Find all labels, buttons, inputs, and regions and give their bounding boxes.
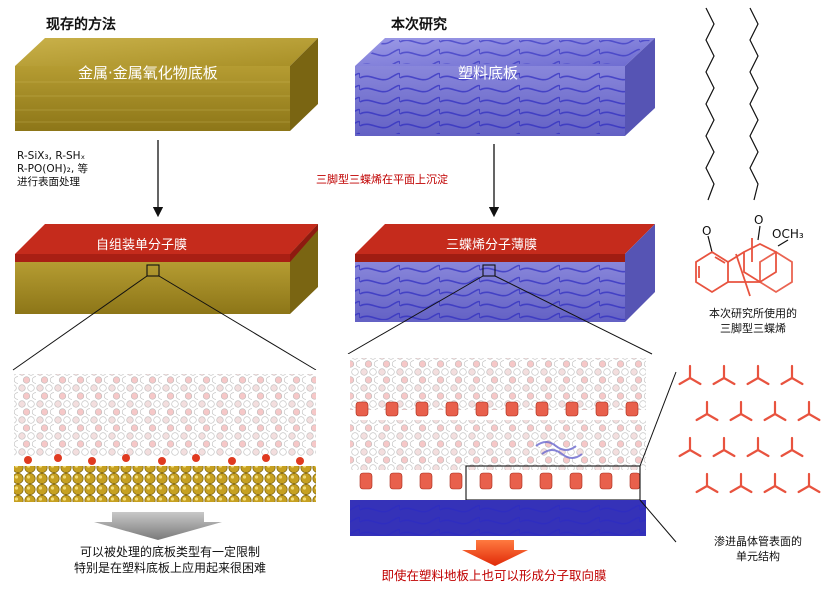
tripod-unit (763, 400, 787, 422)
tripod-unit (695, 472, 719, 494)
left-result-arrow (94, 512, 222, 540)
sam-coated-substrate (12, 224, 318, 371)
lattice-caption-line-2: 单元结构 (736, 550, 780, 563)
tripod-unit (746, 364, 770, 386)
tripod-unit (780, 436, 804, 458)
tripod-unit (729, 400, 753, 422)
middle-caption: 即使在塑料地板上也可以形成分子取向膜 (381, 568, 607, 583)
middle-result-arrow (462, 540, 528, 566)
lattice-caption-line-1: 渗进晶体管表面的 (714, 535, 802, 548)
tripod-unit (678, 436, 702, 458)
left-heading: 现存的方法 (46, 17, 116, 33)
triptycene-film-zoom (348, 354, 677, 543)
tripod-unit (797, 400, 821, 422)
deposition-label: 三脚型三蝶烯在平面上沉淀 (316, 173, 448, 186)
left-caption: 可以被处理的底板类型有一定限制 特别是在塑料底板上应用起来很困难 (42, 544, 298, 576)
left-caption-line-1: 可以被处理的底板类型有一定限制 (79, 545, 260, 559)
tripod-unit (678, 364, 702, 386)
triptycene-film-label: 三蝶烯分子薄膜 (446, 238, 538, 253)
treatment-line-1: R-SiX₃, R-SHₓ (17, 150, 86, 162)
lattice-caption: 渗进晶体管表面的 单元结构 (698, 534, 818, 564)
metal-substrate-slab (15, 38, 318, 131)
metal-substrate-label: 金属·金属氧化物底板 (78, 64, 218, 82)
triptycene-molecule (705, 7, 789, 253)
molecule-caption: 本次研究所使用的 三脚型三蝶烯 (686, 306, 820, 336)
tripod-unit (712, 436, 736, 458)
tripod-unit (712, 364, 736, 386)
treatment-line-3: 进行表面处理 (17, 176, 80, 188)
tripod-lattice (678, 364, 821, 494)
tripod-unit (746, 436, 770, 458)
tripod-unit (780, 364, 804, 386)
oxygen-label-1: O (702, 224, 712, 238)
sam-molecular-zoom (14, 370, 316, 502)
tripod-unit (797, 472, 821, 494)
triptycene-core (695, 238, 793, 297)
molecule-caption-line-2: 三脚型三蝶烯 (720, 322, 786, 335)
oxygen-label-2: O (754, 213, 764, 227)
tripod-unit (695, 400, 719, 422)
treatment-line-2: R-PO(OH)₂, 等 (17, 163, 88, 175)
triptycene-coated-substrate (347, 224, 655, 355)
molecule-caption-line-1: 本次研究所使用的 (709, 307, 797, 320)
sam-film-label: 自组装单分子膜 (96, 238, 188, 253)
tripod-unit (763, 472, 787, 494)
methoxy-label: OCH₃ (772, 227, 804, 241)
plastic-substrate-label: 塑料底板 (458, 64, 519, 82)
left-caption-line-2: 特别是在塑料底板上应用起来很困难 (73, 561, 266, 575)
middle-heading: 本次研究 (391, 17, 447, 33)
tripod-unit (729, 472, 753, 494)
plastic-substrate-slab (355, 38, 655, 136)
